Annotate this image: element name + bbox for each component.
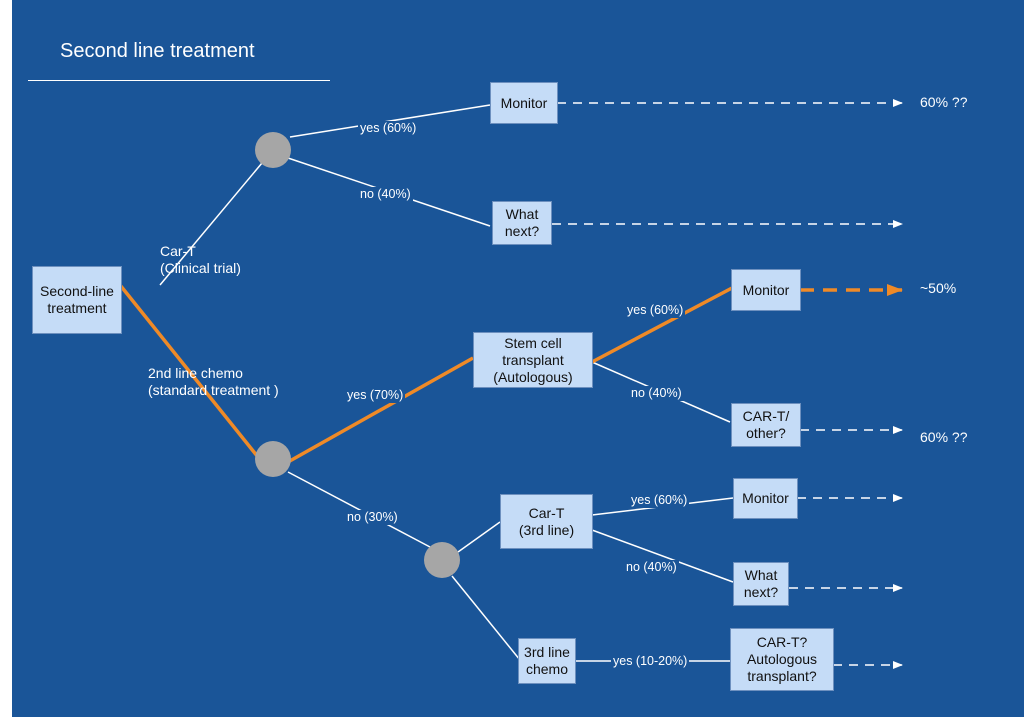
edge-stem-to-monitor [591, 286, 733, 364]
node-what-next-top: What next? [492, 201, 552, 245]
edge-chance-mid-to-chance-low [287, 471, 431, 548]
node-monitor-3rd: Monitor [733, 478, 798, 519]
edge-root-to-chance-mid [118, 283, 264, 464]
edge-label-chemo-yes: yes (70%) [345, 388, 406, 403]
branch-label-2nd-line-chemo: 2nd line chemo (standard treatment ) [148, 365, 279, 398]
outcome-stem-monitor: ~50% [920, 280, 957, 296]
branch-label-cart-trial: Car-T (Clinical trial) [160, 243, 241, 276]
title-underline [28, 80, 330, 81]
edge-cart3-to-what-next [591, 529, 734, 583]
edge-label-chemo3-yes: yes (10-20%) [611, 654, 690, 669]
node-cart-autologous-transplant: CAR-T? Autologous transplant? [730, 628, 834, 691]
node-stem-cell-transplant: Stem cell transplant (Autologous) [473, 332, 593, 388]
node-what-next-3rd: What next? [733, 562, 789, 606]
node-3rd-line-chemo: 3rd line chemo [518, 638, 576, 684]
chance-node-lower [424, 542, 460, 578]
chance-node-middle [255, 441, 291, 477]
node-cart-other: CAR-T/ other? [731, 403, 801, 447]
edge-label-cart3-no: no (40%) [624, 560, 679, 575]
edge-root-to-chance-top [159, 162, 263, 286]
page-title: Second line treatment [60, 40, 255, 62]
node-cart-3rd-line: Car-T (3rd line) [500, 494, 593, 549]
node-monitor-stem: Monitor [731, 269, 801, 311]
edge-label-stem-yes: yes (60%) [625, 303, 686, 318]
edge-chance-low-to-cart3 [457, 521, 501, 553]
edge-label-chemo-no: no (30%) [345, 510, 400, 525]
edge-label-stem-no: no (40%) [629, 386, 684, 401]
node-monitor-top: Monitor [490, 82, 558, 124]
outcome-cart-other: 60% ?? [920, 429, 968, 445]
node-second-line-treatment: Second-line treatment [32, 266, 122, 334]
edge-label-cart3-yes: yes (60%) [629, 493, 690, 508]
edge-chance-mid-to-stem [287, 356, 474, 464]
outcome-top: 60% ?? [920, 94, 968, 110]
edge-label-top-yes: yes (60%) [358, 121, 419, 136]
edge-label-top-no: no (40%) [358, 187, 413, 202]
chance-node-top [255, 132, 291, 168]
edge-chance-low-to-chemo3 [451, 575, 521, 661]
